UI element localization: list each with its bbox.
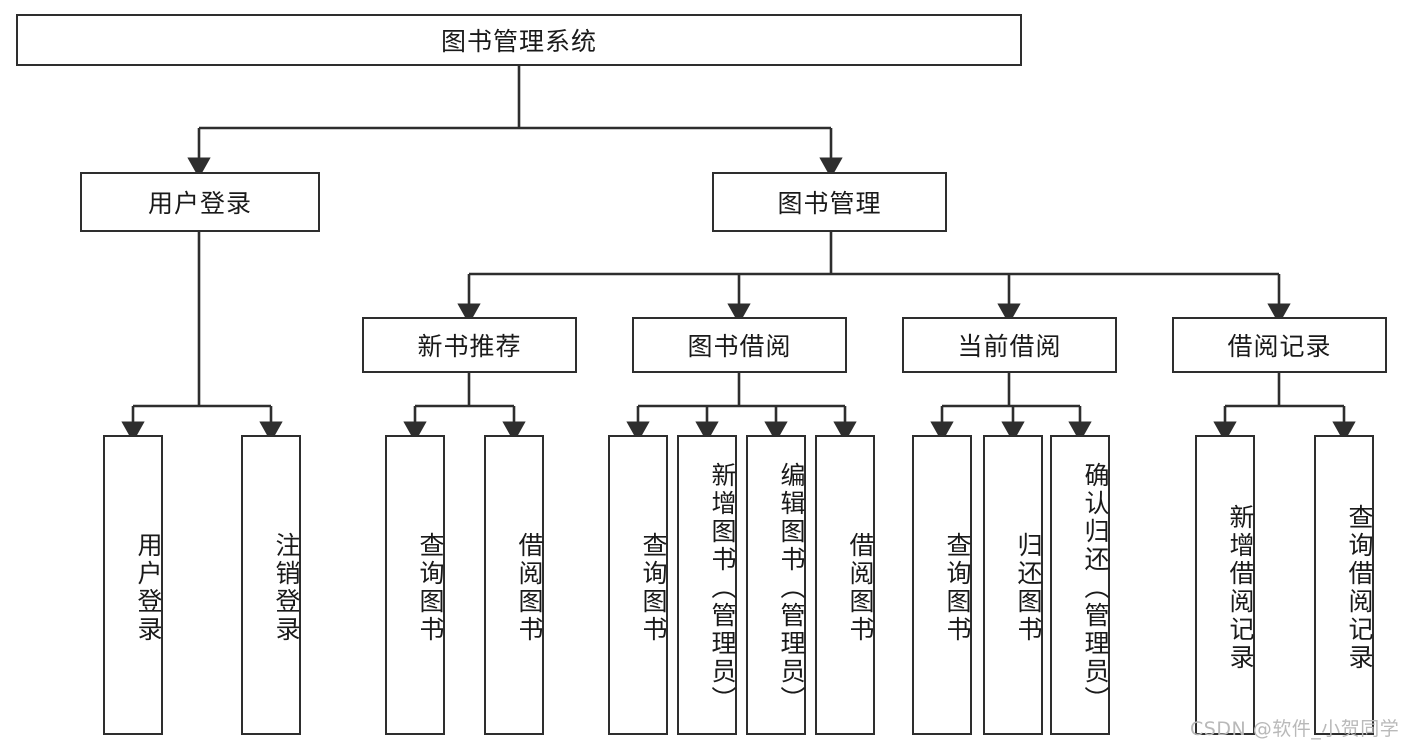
leaf-query-book-2-label: 查询图书	[639, 532, 668, 644]
node-new-book-recommend[interactable]: 新书推荐	[362, 317, 577, 373]
leaf-query-book-3[interactable]: 查询图书	[912, 435, 972, 735]
leaf-query-book-2[interactable]: 查询图书	[608, 435, 668, 735]
leaf-user-login-label: 用户登录	[134, 532, 163, 644]
watermark: CSDN @软件_小贺同学	[1190, 718, 1400, 740]
node-root[interactable]: 图书管理系统	[16, 14, 1022, 66]
node-book-management-label: 图书管理	[777, 189, 882, 218]
node-new-book-recommend-label: 新书推荐	[417, 332, 522, 361]
leaf-add-book-label: 新增图书（管理员）	[708, 462, 737, 714]
leaf-borrow-book-1[interactable]: 借阅图书	[484, 435, 544, 735]
leaf-query-borrow-record-label: 查询借阅记录	[1345, 504, 1374, 672]
leaf-confirm-return-label: 确认归还（管理员）	[1081, 462, 1110, 714]
leaf-add-borrow-record[interactable]: 新增借阅记录	[1195, 435, 1255, 735]
leaf-query-book-1-label: 查询图书	[416, 532, 445, 644]
node-book-borrow[interactable]: 图书借阅	[632, 317, 847, 373]
leaf-query-borrow-record[interactable]: 查询借阅记录	[1314, 435, 1374, 735]
node-current-borrow[interactable]: 当前借阅	[902, 317, 1117, 373]
leaf-edit-book[interactable]: 编辑图书（管理员）	[746, 435, 806, 735]
leaf-query-book-1[interactable]: 查询图书	[385, 435, 445, 735]
leaf-return-book-label: 归还图书	[1014, 532, 1043, 644]
node-user-login-label: 用户登录	[147, 189, 252, 218]
leaf-user-login[interactable]: 用户登录	[103, 435, 163, 735]
node-root-label: 图书管理系统	[440, 27, 597, 56]
leaf-query-book-3-label: 查询图书	[943, 532, 972, 644]
leaf-add-borrow-record-label: 新增借阅记录	[1226, 504, 1255, 672]
node-user-login[interactable]: 用户登录	[80, 172, 320, 232]
node-book-management[interactable]: 图书管理	[712, 172, 947, 232]
node-borrow-record-label: 借阅记录	[1227, 332, 1332, 361]
leaf-logout[interactable]: 注销登录	[241, 435, 301, 735]
leaf-logout-label: 注销登录	[272, 532, 301, 644]
leaf-borrow-book-2[interactable]: 借阅图书	[815, 435, 875, 735]
leaf-return-book[interactable]: 归还图书	[983, 435, 1043, 735]
node-borrow-record[interactable]: 借阅记录	[1172, 317, 1387, 373]
node-book-borrow-label: 图书借阅	[687, 332, 792, 361]
leaf-borrow-book-1-label: 借阅图书	[515, 532, 544, 644]
leaf-edit-book-label: 编辑图书（管理员）	[777, 462, 806, 714]
leaf-add-book[interactable]: 新增图书（管理员）	[677, 435, 737, 735]
leaf-borrow-book-2-label: 借阅图书	[846, 532, 875, 644]
node-current-borrow-label: 当前借阅	[957, 332, 1062, 361]
leaf-confirm-return[interactable]: 确认归还（管理员）	[1050, 435, 1110, 735]
